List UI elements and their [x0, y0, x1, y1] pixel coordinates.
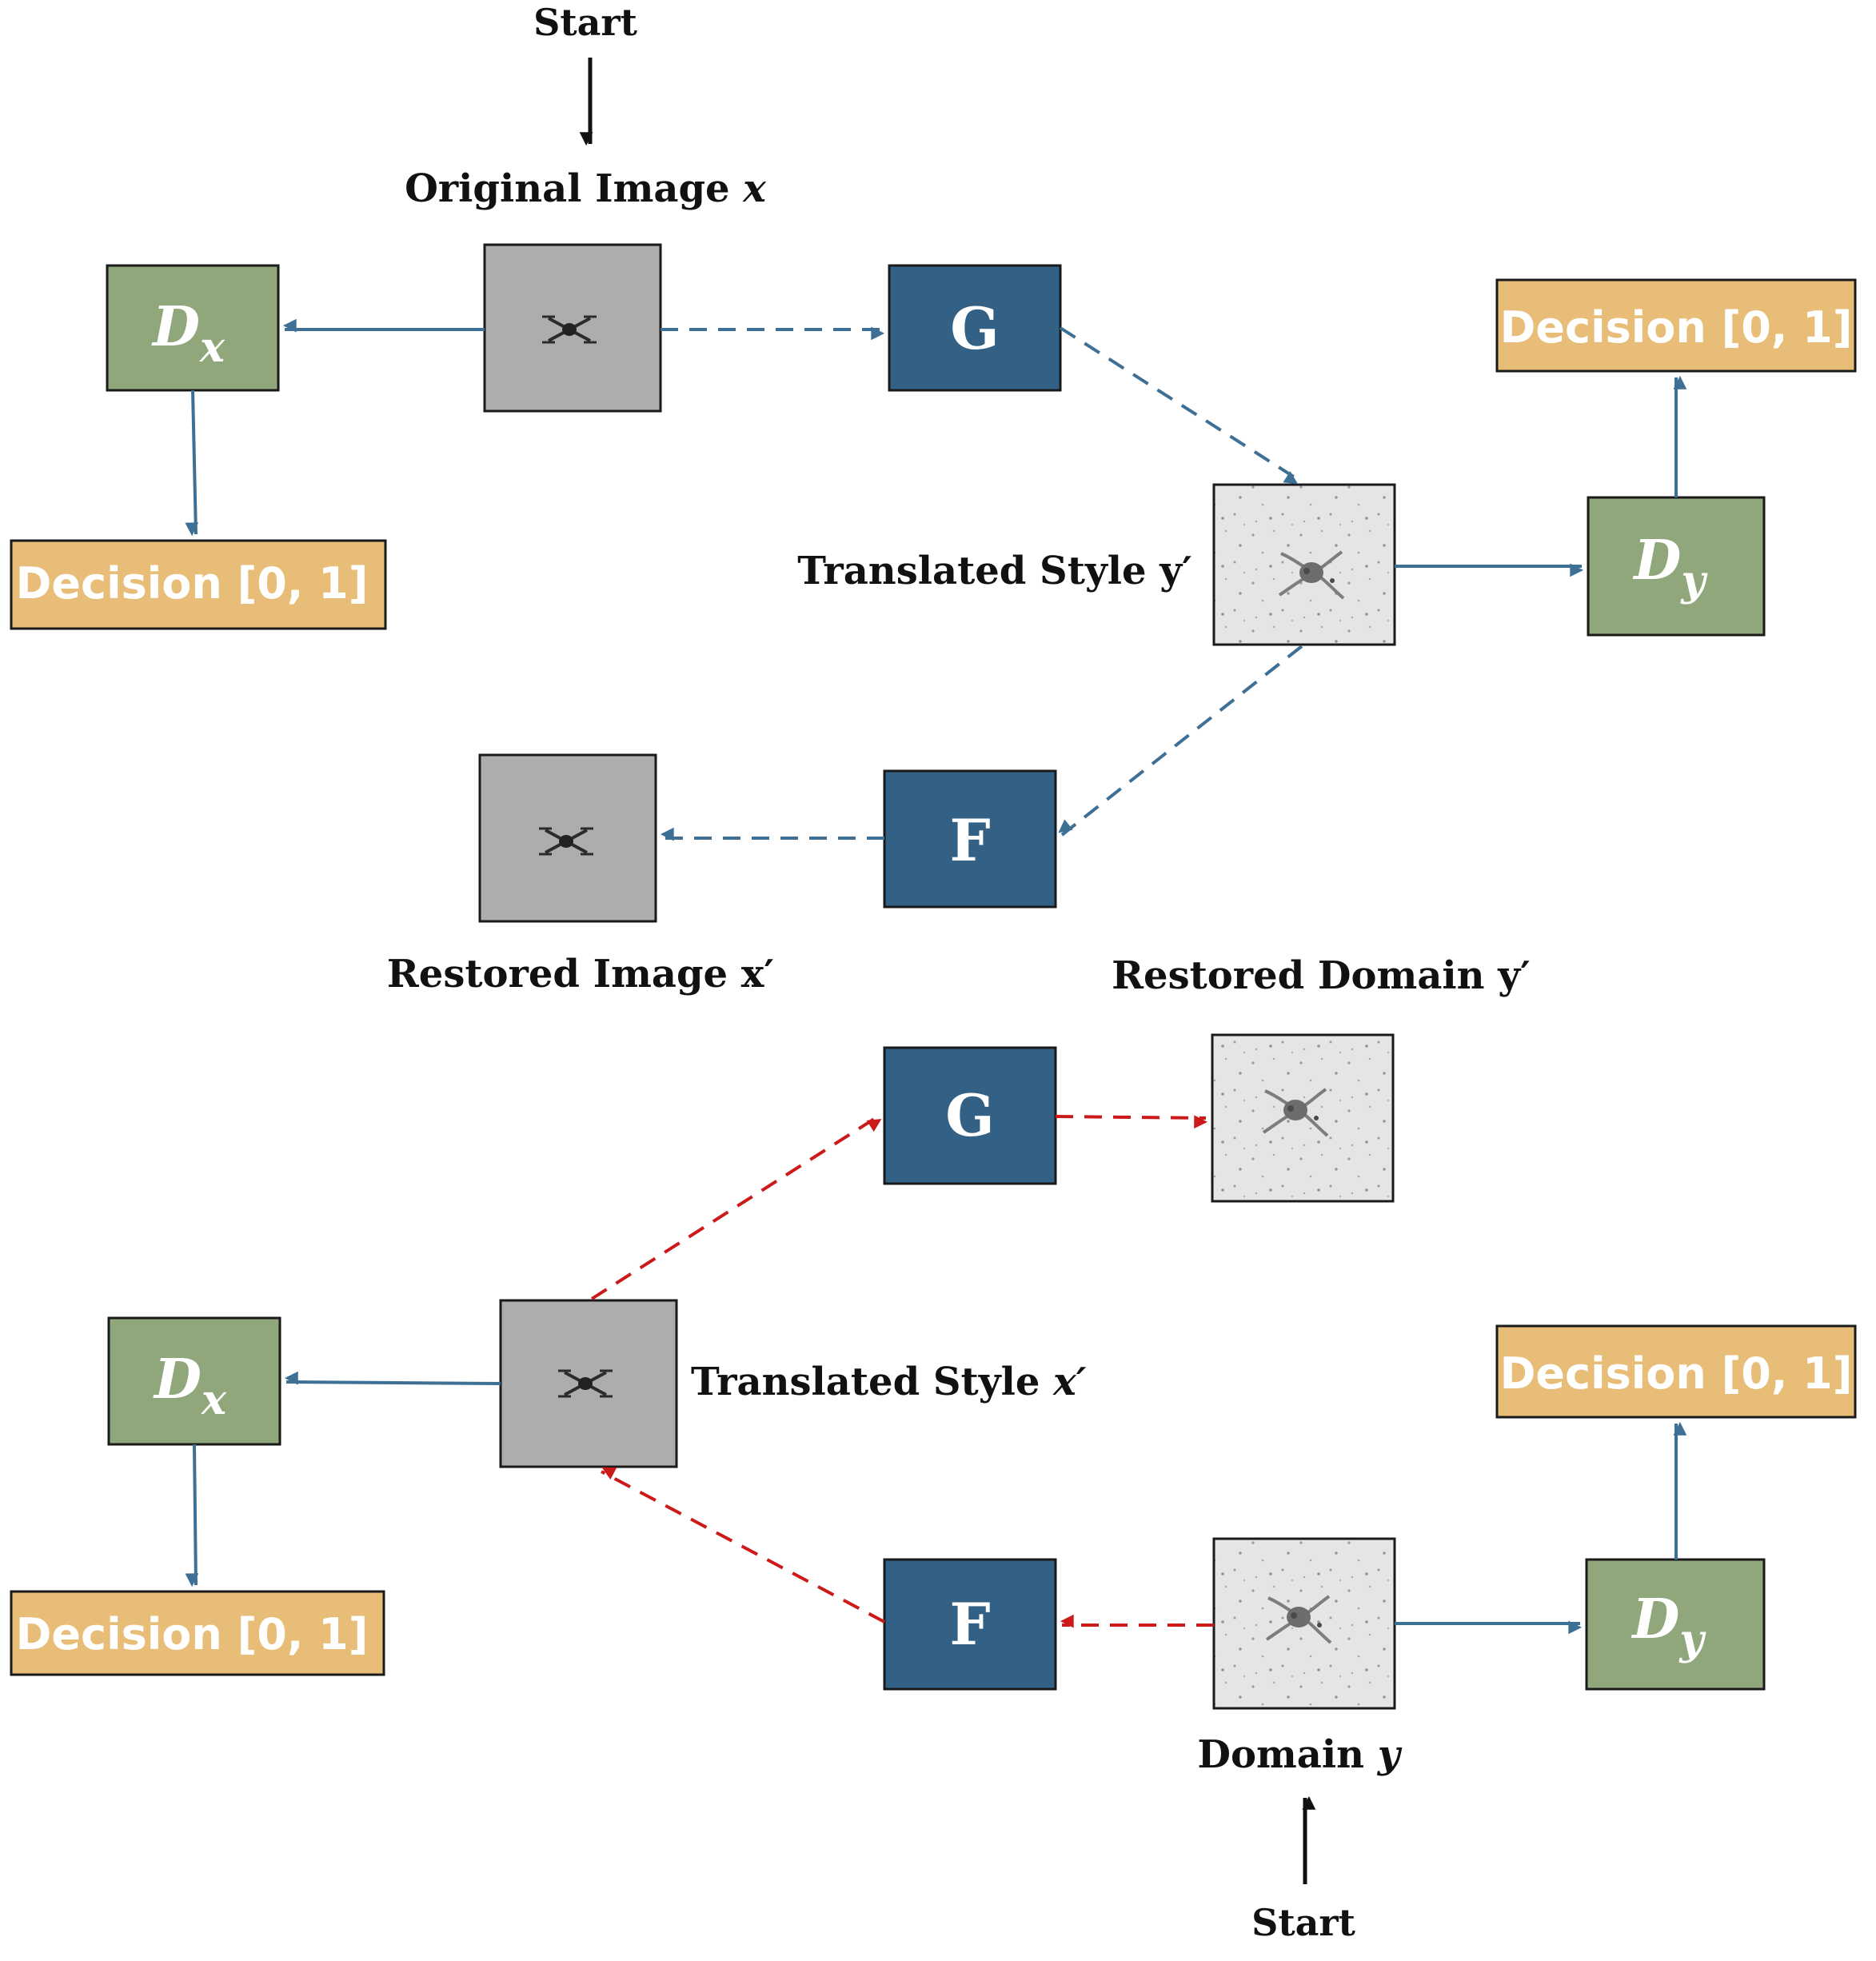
domain-y-label: Domain y — [1197, 1732, 1402, 1777]
svg-text:Dx: Dx — [151, 295, 226, 372]
svg-text:Decision [0, 1]: Decision [0, 1] — [1500, 302, 1853, 353]
svg-text:Dy: Dy — [1632, 529, 1708, 605]
original-image-label: Original Image x — [405, 166, 767, 211]
arrow-translated-x-to-dx — [284, 1371, 501, 1385]
restored-image-x — [478, 753, 657, 923]
svg-text:Decision [0, 1]: Decision [0, 1] — [16, 1609, 369, 1659]
restored-image-x-label: Restored Image x′ — [387, 952, 774, 996]
generator-f-bottom: F — [883, 1558, 1057, 1691]
discriminator-dx-bottom: Dx — [107, 1316, 281, 1446]
decision-top-left: Decision [0, 1] — [10, 539, 387, 630]
decision-bottom-right: Decision [0, 1] — [1495, 1324, 1857, 1419]
top-start-label: Start — [533, 1, 638, 44]
translated-style-y-label: Translated Style y′ — [797, 549, 1192, 593]
arrow-g-to-restored-domain-y — [1055, 1115, 1208, 1129]
translated-style-x-label: Translated Style x′ — [691, 1360, 1087, 1404]
svg-text:F: F — [949, 1590, 990, 1658]
svg-text:Decision [0, 1]: Decision [0, 1] — [16, 558, 369, 609]
arrow-translated-y-to-f — [1058, 645, 1303, 837]
restored-domain-y-image — [1211, 1033, 1395, 1203]
svg-text:Dx: Dx — [153, 1348, 227, 1424]
svg-text:Dy: Dy — [1631, 1588, 1706, 1664]
discriminator-dy-bottom: Dy — [1585, 1558, 1766, 1691]
domain-y-image — [1212, 1537, 1396, 1710]
generator-f-top: F — [883, 769, 1057, 909]
decision-top-right: Decision [0, 1] — [1495, 278, 1857, 373]
discriminator-dx-top: Dx — [106, 264, 280, 392]
arrow-dx-to-decision-bottom — [185, 1444, 199, 1588]
arrow-dx-to-decision-top — [185, 389, 199, 537]
bottom-start-label: Start — [1251, 1901, 1356, 1944]
translated-style-y-image — [1212, 483, 1396, 646]
arrow-g-to-translated-y — [1059, 326, 1300, 485]
original-image-x — [483, 243, 662, 413]
svg-text:Decision [0, 1]: Decision [0, 1] — [1500, 1348, 1853, 1399]
generator-g-top: G — [888, 264, 1062, 392]
svg-text:F: F — [949, 806, 990, 874]
decision-bottom-left: Decision [0, 1] — [10, 1590, 385, 1676]
arrow-translated-x-to-g — [590, 1115, 882, 1300]
discriminator-dy-top: Dy — [1587, 496, 1766, 637]
arrow-f-to-translated-x — [601, 1467, 885, 1624]
svg-text:G: G — [945, 1081, 995, 1149]
generator-g-bottom: G — [883, 1046, 1057, 1185]
translated-style-x-image — [499, 1299, 678, 1468]
svg-text:G: G — [950, 294, 1000, 362]
restored-domain-y-label: Restored Domain y′ — [1112, 953, 1531, 998]
